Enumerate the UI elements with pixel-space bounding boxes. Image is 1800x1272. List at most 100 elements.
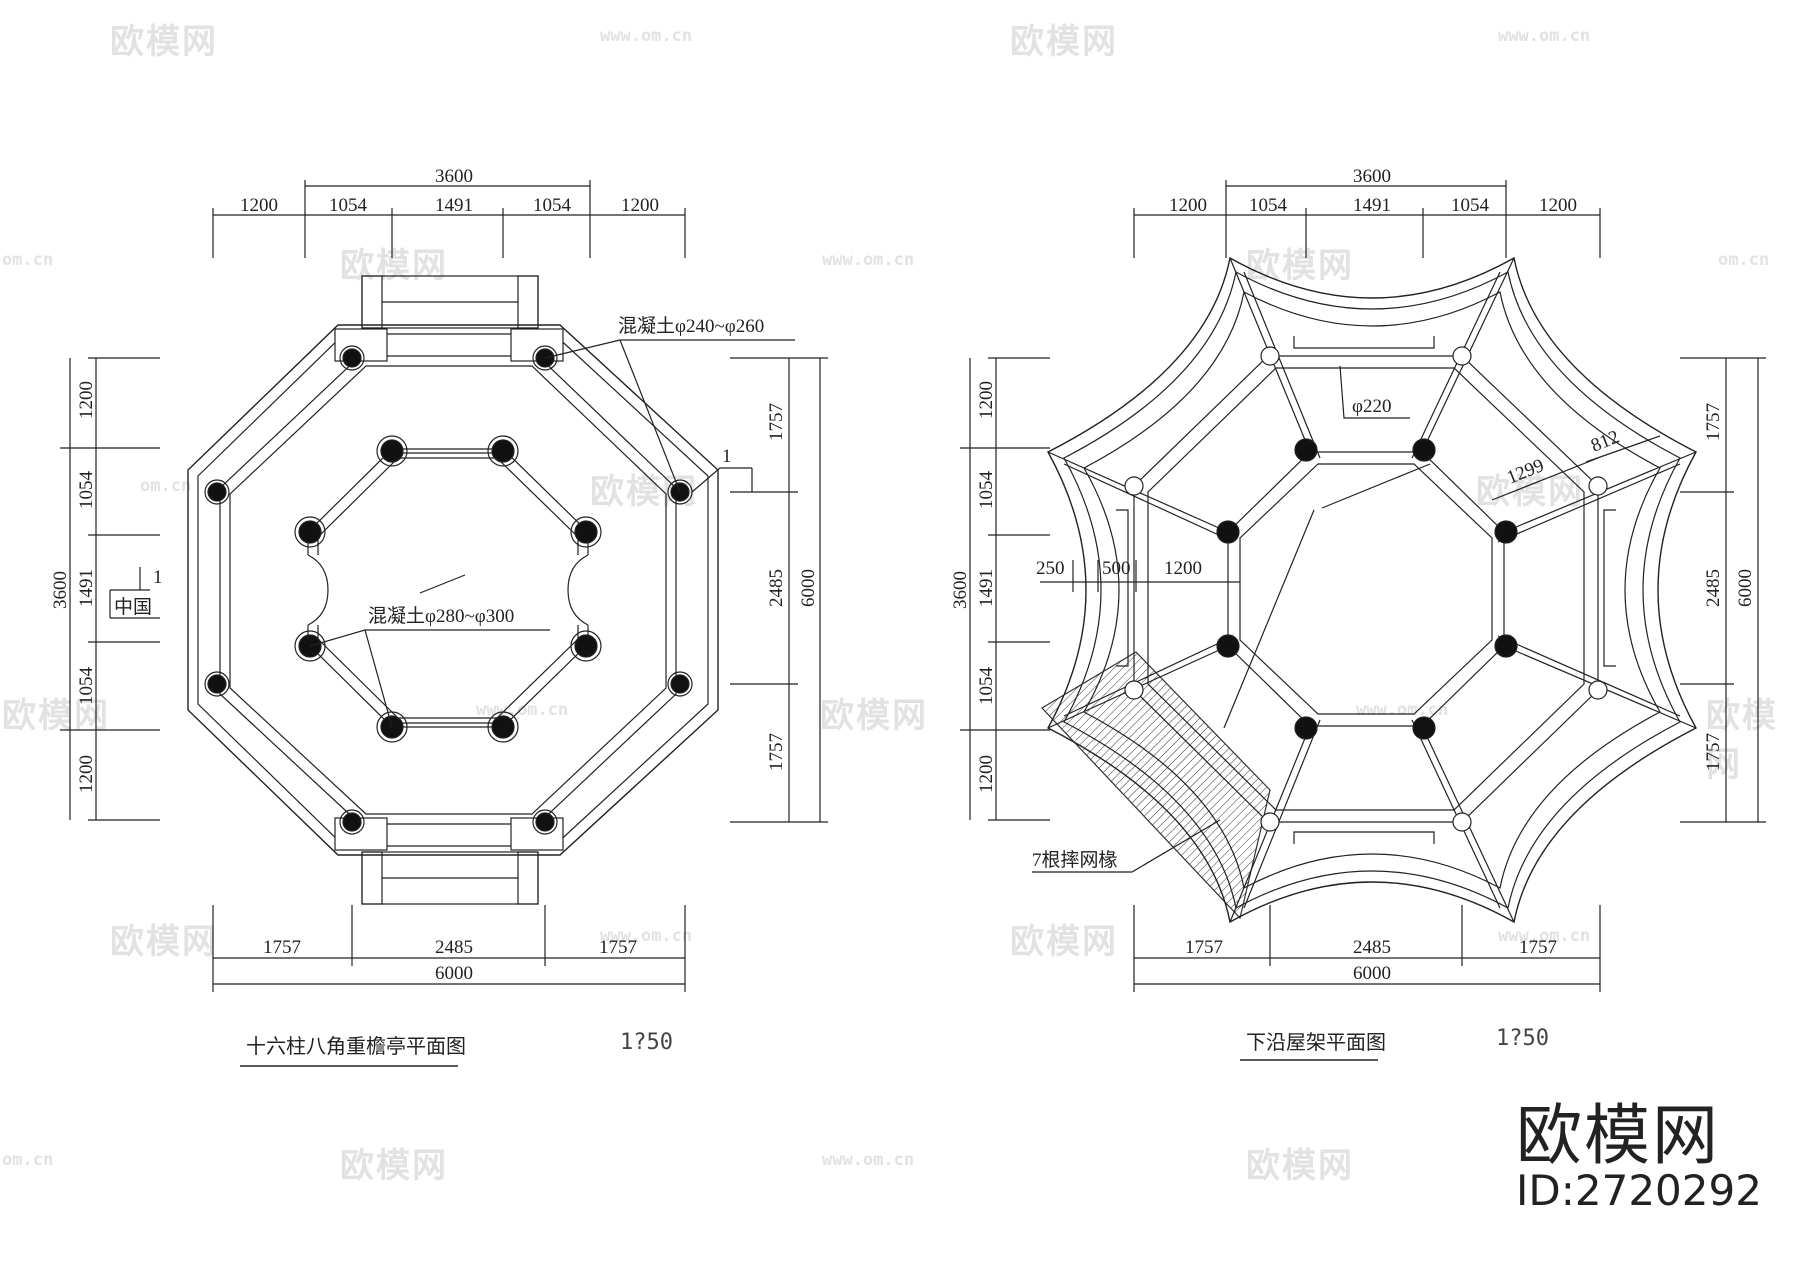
watermark-url: www.om.cn (600, 26, 693, 46)
dim-text: 1200 (976, 381, 997, 419)
dim-text: 1200 (76, 381, 97, 419)
right-top-dimensions: 3600 1200 1054 1491 1054 1200 (1133, 166, 1601, 258)
watermark-url: www.om.cn (1498, 926, 1591, 946)
dim-812: 812 (1588, 426, 1622, 456)
dim-text: 3600 (435, 166, 473, 187)
dim-text: 1757 (263, 937, 301, 958)
dim-250: 250 (1036, 558, 1065, 579)
dim-text: 2485 (766, 569, 787, 607)
dim-text: 1491 (1353, 195, 1391, 216)
watermark-url: www.om.cn (822, 250, 915, 270)
dim-text: 1491 (76, 569, 97, 607)
watermark-url: www.om.cn (822, 1150, 915, 1170)
dim-text: 1054 (976, 471, 997, 510)
inner-octagon (305, 448, 591, 728)
dim-text: 2485 (435, 937, 473, 958)
outer-column-note: 混凝土φ240~φ260 (618, 315, 764, 337)
dim-text: 1757 (1519, 937, 1557, 958)
right-columns (1124, 346, 1608, 832)
dim-1200: 1200 (1164, 558, 1202, 579)
watermark-url: www.om.cn (476, 700, 569, 720)
dim-text: 6000 (435, 963, 473, 984)
dim-text: 1200 (621, 195, 659, 216)
watermark-url: www.om.cn (1498, 26, 1591, 46)
dim-text: 1054 (76, 667, 97, 706)
watermark-url: om.cn (2, 1150, 54, 1170)
rafter-hatch (1041, 651, 1271, 920)
right-plan-title: 下沿屋架平面图 (1246, 1030, 1386, 1054)
dim-text: 3600 (50, 571, 71, 609)
dim-text: 1200 (976, 755, 997, 793)
left-plan-title: 十六柱八角重檐亭平面图 (246, 1034, 466, 1058)
brand-logo-text: 欧模网 (1516, 1097, 1720, 1174)
dim-text: 1491 (976, 569, 997, 607)
dim-text: 1054 (976, 667, 997, 706)
watermark-logo: 欧模网 (340, 1146, 448, 1186)
dim-500: 500 (1102, 558, 1131, 579)
section-mark: 1 (722, 446, 732, 467)
left-plan-scale: 1?50 (620, 1030, 673, 1055)
dim-text: 1757 (766, 403, 787, 441)
watermark-logo: 欧模网 (340, 246, 448, 286)
section-mark: 1 (153, 567, 163, 588)
dim-text: 1054 (1451, 195, 1490, 216)
left-plan: 3600 1200 1054 1491 1054 1200 3600 1200 … (50, 166, 828, 992)
dim-text: 1757 (599, 937, 637, 958)
dim-text: 6000 (1735, 569, 1756, 607)
watermark-url: om.cn (2, 250, 54, 270)
dim-text: 3600 (950, 571, 971, 609)
right-plan: 3600 1200 1054 1491 1054 1200 3600 1200 … (950, 166, 1766, 992)
column-note: φ220 (1352, 396, 1391, 417)
watermark-logo: 欧模网 (1246, 246, 1354, 286)
dim-text: 1200 (76, 755, 97, 793)
watermark-logo: 欧模网 (110, 922, 218, 962)
dim-text: 1054 (76, 471, 97, 510)
dim-text: 1054 (1249, 195, 1288, 216)
dim-text: 2485 (1703, 569, 1724, 607)
watermark-url: www.om.cn (1356, 700, 1449, 720)
watermark-logo: 欧模网 (110, 22, 218, 62)
dim-text: 1200 (1539, 195, 1577, 216)
dim-text: 1491 (435, 195, 473, 216)
watermark-url: om.cn (1718, 250, 1770, 270)
dim-1299: 1299 (1504, 455, 1547, 489)
dim-text: 1200 (1169, 195, 1207, 216)
steps (361, 275, 539, 905)
dim-text: 2485 (1353, 937, 1391, 958)
right-bottom-dimensions: 1757 2485 1757 6000 (1133, 905, 1601, 992)
right-right-dimensions: 1757 2485 1757 6000 (1680, 357, 1766, 823)
dim-text: 1200 (240, 195, 278, 216)
watermark-logo: 欧模网 (2, 696, 110, 736)
left-left-dimensions: 3600 1200 1054 1491 1054 1200 (50, 357, 160, 821)
watermark-logo: 欧模网 (1476, 472, 1584, 512)
brand-id: ID:2720292 (1516, 1166, 1762, 1215)
dim-text: 6000 (1353, 963, 1391, 984)
platform (187, 324, 719, 856)
dim-text: 1757 (1703, 733, 1724, 771)
right-plan-scale: 1?50 (1496, 1026, 1549, 1051)
annotations: 混凝土φ240~φ260 混凝土φ280~φ300 1 1 中国 (109, 315, 795, 728)
inner-column-note: 混凝土φ280~φ300 (368, 605, 514, 627)
dim-text: 1757 (766, 733, 787, 771)
section-label: 中国 (114, 596, 152, 618)
dim-text: 3600 (1353, 166, 1391, 187)
watermark-logo: 欧模网 (1010, 922, 1118, 962)
watermark-logo: 欧模网 (1246, 1146, 1354, 1186)
dim-text: 1054 (329, 195, 368, 216)
watermark-logo: 欧模网 (820, 696, 928, 736)
right-annotations: φ220 1299 812 250 500 1200 7根摔网椽 (1032, 365, 1661, 873)
left-right-dimensions: 1757 2485 1757 6000 (730, 357, 828, 823)
dim-text: 1757 (1185, 937, 1223, 958)
dim-text: 1757 (1703, 403, 1724, 441)
watermark-logo: 欧模网 (1706, 696, 1778, 785)
rafter-note: 7根摔网椽 (1032, 849, 1118, 871)
left-top-dimensions: 3600 1200 1054 1491 1054 1200 (212, 166, 686, 258)
roof-frame (1047, 257, 1697, 923)
dim-text: 1054 (533, 195, 572, 216)
columns (204, 345, 693, 835)
watermark-url: om.cn (140, 476, 192, 496)
right-left-dimensions: 3600 1200 1054 1491 1054 1200 (950, 357, 1050, 821)
left-bottom-dimensions: 1757 2485 1757 6000 (212, 905, 686, 992)
watermark-url: www.om.cn (600, 926, 693, 946)
